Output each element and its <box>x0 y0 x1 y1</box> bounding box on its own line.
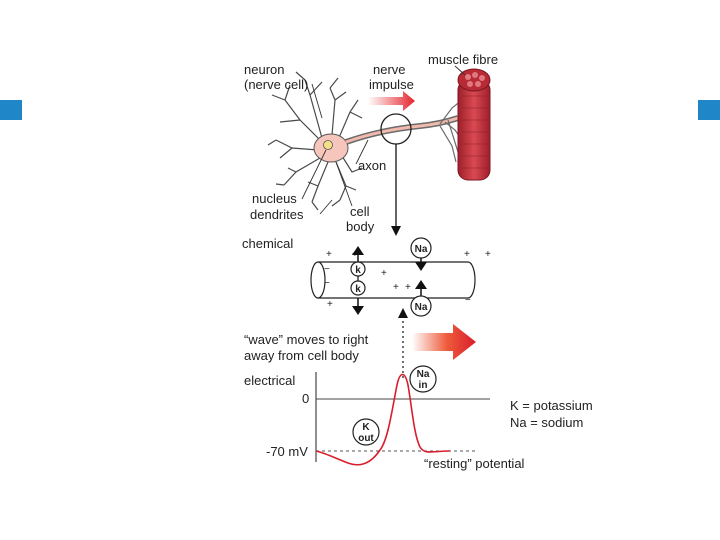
label-body: body <box>346 219 375 234</box>
na-in-badge: Na in <box>409 365 437 393</box>
label-resting-potential: “resting” potential <box>424 456 525 471</box>
label-electrical: electrical <box>244 373 295 388</box>
svg-text:+: + <box>405 282 411 293</box>
svg-text:+: + <box>327 299 333 310</box>
svg-text:−: − <box>324 278 330 289</box>
svg-text:K: K <box>362 422 370 433</box>
legend-potassium: K = potassium <box>510 398 593 413</box>
label-dendrites: dendrites <box>250 207 304 222</box>
svg-text:+: + <box>464 249 470 260</box>
svg-text:+: + <box>393 282 399 293</box>
label-nerve-cell: (nerve cell) <box>244 77 308 92</box>
slide-marker-right <box>698 100 720 120</box>
label-muscle-fibre: muscle fibre <box>428 52 498 67</box>
na-ion-flow: Na Na <box>410 237 432 317</box>
slide-marker-left <box>0 100 22 120</box>
label-axon: axon <box>358 158 386 173</box>
label-zero: 0 <box>302 391 309 406</box>
label-impulse: impulse <box>369 77 414 92</box>
label-neuron: neuron <box>244 62 284 77</box>
badge-na-bottom: Na <box>415 302 428 313</box>
label-nucleus: nucleus <box>252 191 297 206</box>
charge-signs: + + + − − + + + + − + <box>324 249 491 310</box>
badge-k-lower: k <box>355 284 361 295</box>
muscle-fibre-drawing <box>457 68 491 181</box>
label-minus70: -70 mV <box>266 444 308 459</box>
svg-text:−: − <box>465 295 471 306</box>
svg-text:+: + <box>326 249 332 260</box>
action-potential-curve <box>315 373 451 466</box>
badge-na-top: Na <box>415 244 428 255</box>
leader-lines <box>301 65 466 215</box>
dendrites-drawing <box>267 71 363 211</box>
wave-direction-arrow <box>412 324 476 360</box>
svg-text:Na: Na <box>417 369 430 380</box>
legend-sodium: Na = sodium <box>510 415 583 430</box>
nerve-impulse-arrow <box>368 91 415 111</box>
k-ion-flow: k k <box>350 246 366 315</box>
svg-text:+: + <box>485 249 491 260</box>
label-cell: cell <box>350 204 370 219</box>
svg-text:+: + <box>381 268 387 279</box>
label-nerve: nerve <box>373 62 406 77</box>
svg-text:−: − <box>324 264 330 275</box>
label-wave-line2: away from cell body <box>244 348 359 363</box>
svg-text:out: out <box>358 433 374 444</box>
nucleus-drawing <box>323 140 333 150</box>
label-chemical: chemical <box>242 236 293 251</box>
svg-text:in: in <box>419 380 428 391</box>
k-out-badge: K out <box>352 418 380 446</box>
badge-k-upper: k <box>355 265 361 276</box>
label-wave-line1: “wave” moves to right <box>244 332 369 347</box>
